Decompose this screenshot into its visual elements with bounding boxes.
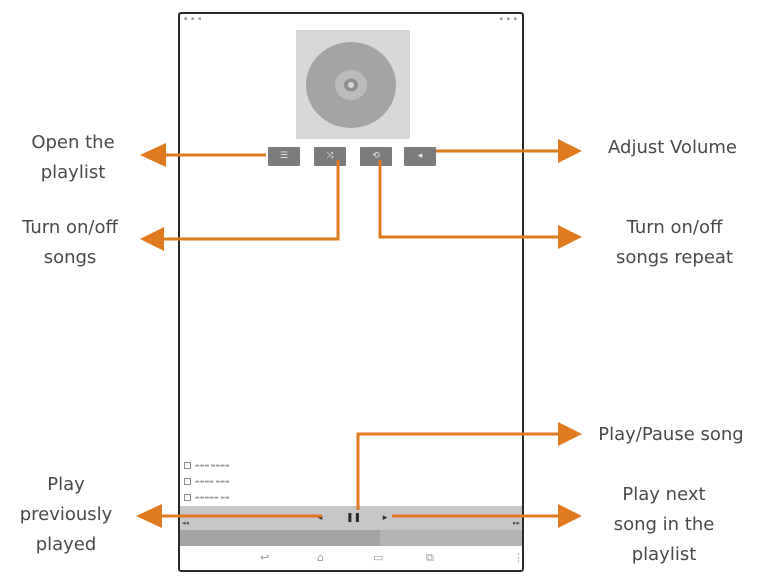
progress-bar[interactable] [180,530,522,546]
edge-marker-right: ▸▸ [512,519,520,527]
pause-button[interactable]: ❚❚ [346,512,362,524]
status-icons-left: ▪ ▪ ▪ [184,16,203,22]
shuffle-icon: ⤨ [326,151,334,161]
callout-adjust-volume: Adjust Volume [608,137,737,158]
home-icon[interactable]: ⌂ [317,551,324,564]
checkbox[interactable] [184,478,191,485]
progress-fill [180,530,380,546]
status-bar: ▪ ▪ ▪ ▪ ▪ ▪ [180,14,522,24]
arrowhead-open-playlist [140,143,166,167]
list-item-placeholder: ▬▬▬ ▬▬▬▬ [195,463,230,469]
album-art [296,30,410,139]
edge-marker-left: ◂◂ [182,519,190,527]
tablet-screen: ▪ ▪ ▪ ▪ ▪ ▪ ☰ ⤨ ⟲ ◂ ▬▬▬ ▬▬▬▬ ▬▬▬▬ ▬▬▬ ▬ [178,12,524,572]
screenshot-icon[interactable]: ⧉ [426,551,434,564]
playlist-icon: ☰ [279,151,289,161]
player-bar [180,506,522,530]
arrowhead-shuffle [140,227,164,251]
list-item[interactable]: ▬▬▬▬▬ ▬▬ [184,490,344,506]
arrow-play-pause [356,432,560,510]
playlist-button[interactable]: ☰ [268,147,300,166]
back-icon[interactable]: ↩ [260,551,270,564]
next-button[interactable]: ▸ [378,512,392,524]
checkbox[interactable] [184,462,191,469]
checkbox[interactable] [184,494,191,501]
arrow-shuffle [162,160,340,241]
playlist-list: ▬▬▬ ▬▬▬▬ ▬▬▬▬ ▬▬▬ ▬▬▬▬▬ ▬▬ [184,458,344,508]
list-item-placeholder: ▬▬▬▬ ▬▬▬ [195,479,230,485]
recent-apps-icon[interactable]: ▭ [373,551,384,564]
pause-icon: ❚❚ [346,513,362,523]
volume-button[interactable]: ◂ [404,147,436,166]
next-icon: ▸ [382,513,388,523]
repeat-button[interactable]: ⟲ [360,147,392,166]
more-icon[interactable]: ⋮ [513,551,524,564]
navigation-bar: ↩ ⌂ ▭ ⧉ ⋮ [180,546,522,570]
arrowhead-repeat [558,225,582,249]
previous-button[interactable]: ◂ [313,512,327,524]
list-item-placeholder: ▬▬▬▬▬ ▬▬ [195,495,230,501]
previous-icon: ◂ [317,513,323,523]
disc-icon [306,42,396,128]
arrowhead-play-previous [136,504,162,528]
volume-icon: ◂ [417,151,423,161]
repeat-icon: ⟲ [372,151,380,161]
arrowhead-adjust-volume [558,139,582,163]
callout-play-pause: Play/Pause song [598,424,744,445]
arrowhead-play-pause [558,422,582,446]
status-icons-right: ▪ ▪ ▪ [499,16,518,22]
arrowhead-play-next [558,504,582,528]
arrow-repeat [378,160,560,239]
list-item[interactable]: ▬▬▬ ▬▬▬▬ [184,458,344,474]
list-item[interactable]: ▬▬▬▬ ▬▬▬ [184,474,344,490]
